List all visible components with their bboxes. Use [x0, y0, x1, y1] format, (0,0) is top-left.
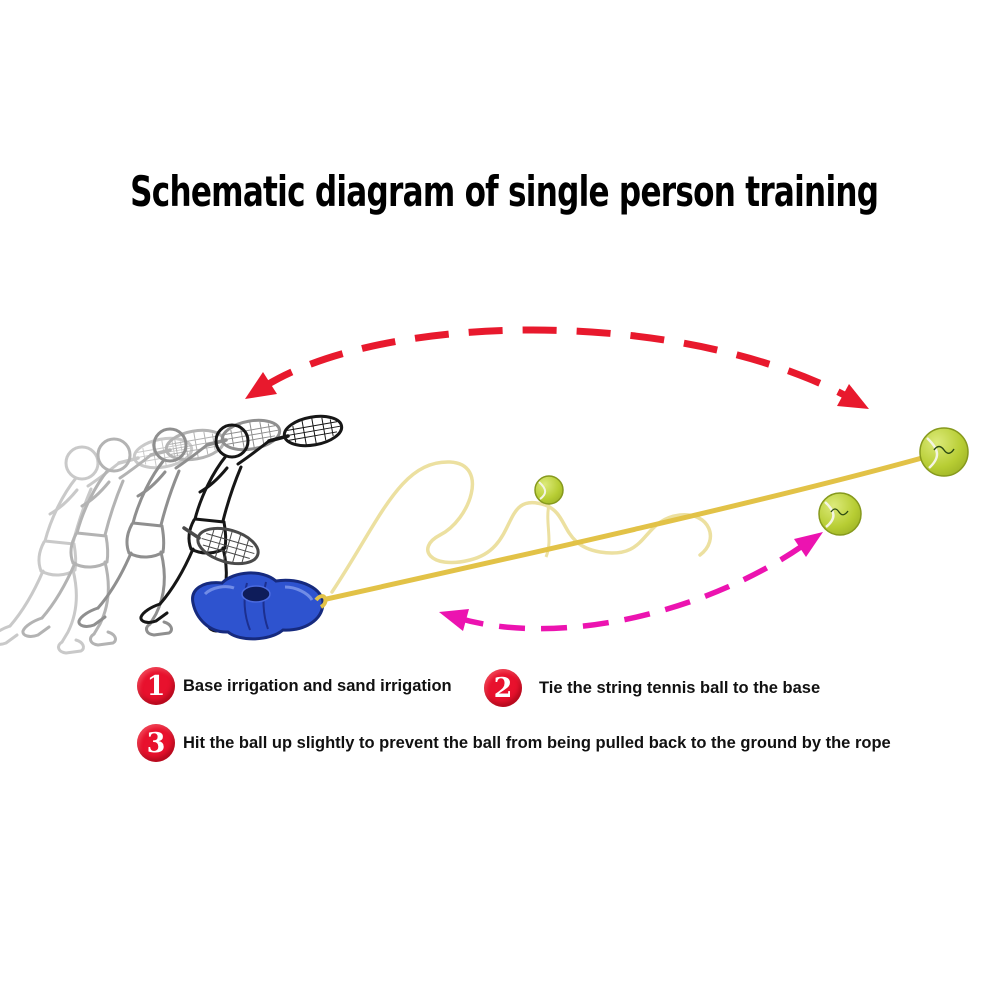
tennis-ball-far: [919, 427, 969, 477]
step-1: 1 Base irrigation and sand irrigation: [137, 667, 452, 705]
step-1-badge: 1: [137, 667, 175, 705]
step-2-label: Tie the string tennis ball to the base: [539, 678, 821, 697]
tennis-ball-return: [818, 492, 862, 536]
rope-knot: [314, 594, 328, 609]
outgoing-trajectory-arrow: [245, 326, 869, 409]
page-title: Schematic diagram of single person train…: [130, 167, 879, 216]
step-2-badge: 2: [484, 669, 522, 707]
tennis-ball-mid: [534, 475, 564, 505]
ball-logo-icon: [830, 508, 849, 516]
trainer-base: [191, 571, 328, 641]
elastic-rope: [319, 455, 925, 603]
step-1-label: Base irrigation and sand irrigation: [183, 676, 452, 695]
step-2: 2 Tie the string tennis ball to the base: [484, 669, 820, 707]
step-3: 3 Hit the ball up slightly to prevent th…: [137, 724, 891, 762]
ball-hanging-string: [544, 503, 551, 558]
follow-through-racket: [182, 526, 260, 566]
return-trajectory-arrow: [439, 532, 823, 632]
step-3-badge: 3: [137, 724, 175, 762]
ball-logo-icon: [933, 445, 955, 454]
step-3-label: Hit the ball up slightly to prevent the …: [183, 733, 891, 752]
